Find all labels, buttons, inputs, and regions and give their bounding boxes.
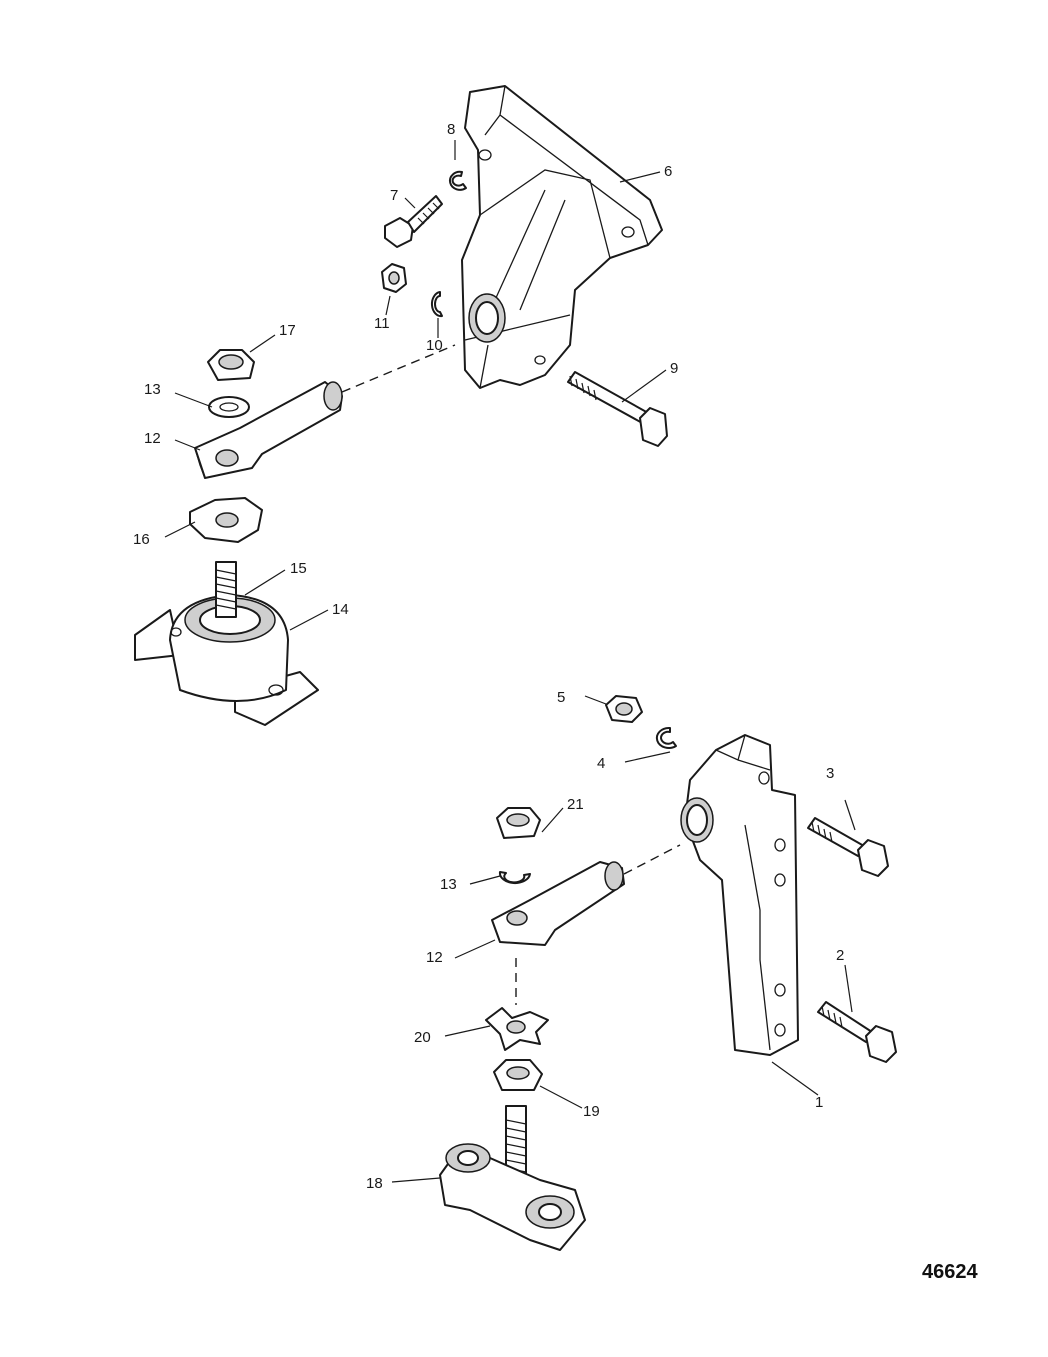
bolt-part [384, 195, 443, 248]
callout-label: 1 [815, 1094, 823, 1111]
hex-nut-part [496, 807, 541, 839]
callout-label: 8 [447, 121, 455, 138]
callout-label: 4 [597, 755, 605, 772]
lock-washer-part [431, 291, 443, 318]
callout-label: 19 [583, 1103, 600, 1120]
bolt-part [817, 1001, 897, 1063]
callout-label: 10 [426, 337, 443, 354]
engine-mount-part [134, 561, 319, 726]
long-bolt-part [567, 371, 668, 447]
callout-label: 21 [567, 796, 584, 813]
flat-washer-hole [219, 402, 239, 412]
mounting-bracket-part [461, 85, 663, 389]
lower-bracket-part [680, 734, 799, 1056]
callout-label: 11 [374, 315, 390, 332]
callout-label: 17 [279, 322, 296, 339]
callout-label: 13 [144, 381, 161, 398]
flat-washer-part [208, 396, 250, 418]
callout-label: 20 [414, 1029, 431, 1046]
mount-plate-part [439, 1105, 586, 1251]
hex-nut-part [207, 349, 255, 381]
alignment-line [341, 344, 456, 393]
hex-nut-part [605, 695, 643, 723]
callout-label: 16 [133, 531, 150, 548]
callout-label: 12 [426, 949, 443, 966]
callout-label: 2 [836, 947, 844, 964]
lock-washer-part [655, 726, 677, 749]
figure-number: 46624 [922, 1261, 978, 1283]
callout-label: 7 [390, 187, 398, 204]
hex-nut-part [381, 263, 407, 293]
bolt-part [807, 817, 889, 877]
callout-label: 3 [826, 765, 834, 782]
leader-lines [164, 140, 856, 1183]
link-rod-part [491, 861, 625, 946]
callout-label: 15 [290, 560, 307, 577]
lock-washer-part [448, 170, 467, 191]
rebound-washer-part [189, 497, 263, 543]
star-washer-part [485, 1007, 549, 1051]
callout-label: 6 [664, 163, 672, 180]
callout-label: 12 [144, 430, 161, 447]
callout-labels: 1 2 3 4 5 6 7 8 9 10 11 12 12 13 13 14 1… [133, 121, 844, 1192]
callout-label: 14 [332, 601, 349, 618]
callout-label: 13 [440, 876, 457, 893]
alignment-line [623, 844, 681, 875]
callout-label: 18 [366, 1175, 383, 1192]
callout-label: 9 [670, 360, 678, 377]
lock-washer-part [498, 871, 531, 885]
hex-nut-part [493, 1059, 543, 1091]
callout-label: 5 [557, 689, 565, 706]
link-rod-part [194, 381, 343, 479]
